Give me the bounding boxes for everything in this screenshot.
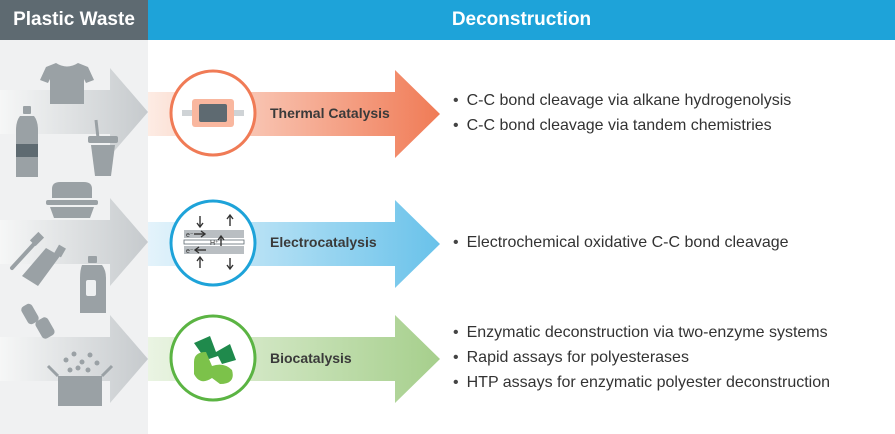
list-item: Electrochemical oxidative C-C bond cleav… [453,232,789,257]
food-container-icon [46,182,98,218]
electrocatalysis-label: Electrocatalysis [270,234,377,250]
thermal-catalysis-bullets: C-C bond cleavage via alkane hydrogenoly… [453,90,792,140]
box-of-pellets-icon [46,351,114,406]
biocatalysis-label: Biocatalysis [270,350,352,366]
list-item: C-C bond cleavage via tandem chemistries [453,115,791,140]
thermal-catalyst-icon [169,69,257,157]
capsule-icon [21,303,55,339]
proton-label: H⁺ [210,240,219,247]
plastic-waste-header: Plastic Waste [0,0,148,40]
list-item: Enzymatic deconstruction via two-enzyme … [453,322,830,347]
list-item: C-C bond cleavage via alkane hydrogenoly… [453,90,792,115]
list-item: Rapid assays for polyesterases [453,347,830,372]
list-item: HTP assays for enzymatic polyester decon… [453,372,830,397]
cup-icon [88,119,118,176]
gray-arrow-row-3 [0,315,148,403]
biocatalysis-bullets: Enzymatic deconstruction via two-enzyme … [453,322,830,397]
deconstruction-header: Deconstruction [148,0,895,40]
electrocatalysis-cell-icon: e⁻ e⁻ H⁺ [169,199,257,287]
jug-icon [80,256,106,313]
tube-icon [22,244,66,286]
enzyme-icon [169,314,257,402]
electrocatalysis-bullets: Electrochemical oxidative C-C bond cleav… [453,232,789,257]
tshirt-icon [40,63,94,104]
bottle-icon [16,106,38,177]
electron-label-top: e⁻ [186,232,194,239]
electron-label-bottom: e⁻ [186,248,194,255]
toothbrush-icon [10,231,45,270]
thermal-catalysis-label: Thermal Catalysis [270,105,390,121]
